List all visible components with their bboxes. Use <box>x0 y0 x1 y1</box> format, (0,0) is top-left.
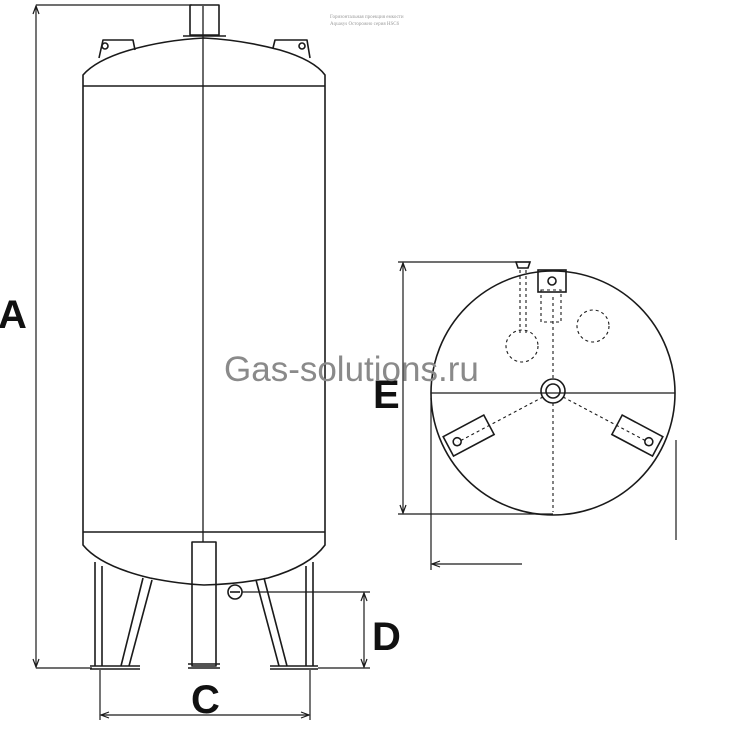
tank-side-view <box>82 4 326 670</box>
hidden-lines <box>457 270 649 512</box>
hidden-line-right-leg <box>562 396 649 443</box>
hidden-line-left-leg <box>457 396 544 443</box>
top-dome <box>82 37 326 86</box>
leg-left-brace-a <box>120 577 144 667</box>
lifting-lug-left <box>98 39 136 59</box>
top-view-nozzle <box>537 269 567 293</box>
dimension-width <box>430 398 677 570</box>
header-note-line2: Aquasys Осторожно серия HSC6 <box>330 22 400 27</box>
dimension-a-label: A <box>0 293 27 337</box>
dimension-d-arrow-top <box>360 591 368 602</box>
leg-right-brace-a <box>255 579 280 667</box>
lifting-lug-left-hole <box>101 42 109 50</box>
dimension-d-label: D <box>372 615 401 659</box>
dimension-width-arrow-left <box>430 560 441 568</box>
hidden-nozzle-right <box>576 309 610 343</box>
watermark: Gas-solutions.ru <box>224 350 479 389</box>
lifting-lug-right-hole <box>298 42 306 50</box>
bottom-drain-pipe <box>191 541 217 667</box>
bottom-dome <box>82 532 326 586</box>
dimension-c <box>99 670 311 720</box>
dimension-e-label: E <box>373 373 400 417</box>
dimension-c-label: C <box>191 678 220 722</box>
header-note-line1: Горизонтальная проекция емкости <box>330 15 404 20</box>
dimension-c-arrow-right <box>300 711 311 719</box>
dimension-d-arrow-bottom <box>360 658 368 669</box>
leg-pad-left <box>442 413 496 458</box>
dimension-e-arrow-top <box>399 261 407 272</box>
dimension-a-arrow-bottom <box>32 658 40 669</box>
lifting-lug-right <box>272 39 311 59</box>
top-view-nozzle-hole <box>547 276 557 286</box>
top-nozzle <box>189 4 220 36</box>
leg-pad-right <box>610 413 664 458</box>
dimension-d <box>242 591 370 669</box>
header-note: Горизонтальная проекция емкости Aquasys … <box>330 15 404 27</box>
dimension-c-arrow-left <box>99 711 110 719</box>
dimension-e-arrow-bottom <box>399 504 407 515</box>
center-fitting-inner <box>545 383 561 399</box>
leg-left-brace-b <box>128 579 153 667</box>
dimension-a <box>32 4 192 669</box>
center-fitting-outer <box>540 378 566 404</box>
hidden-nozzle-left <box>505 329 539 363</box>
leg-right-brace-b <box>263 577 288 667</box>
dimension-e <box>398 261 553 515</box>
top-view-pipe-cap <box>514 261 532 269</box>
tank-top-view <box>430 261 676 516</box>
dimension-a-arrow-top <box>32 4 40 15</box>
hidden-top-nozzle <box>540 289 562 323</box>
